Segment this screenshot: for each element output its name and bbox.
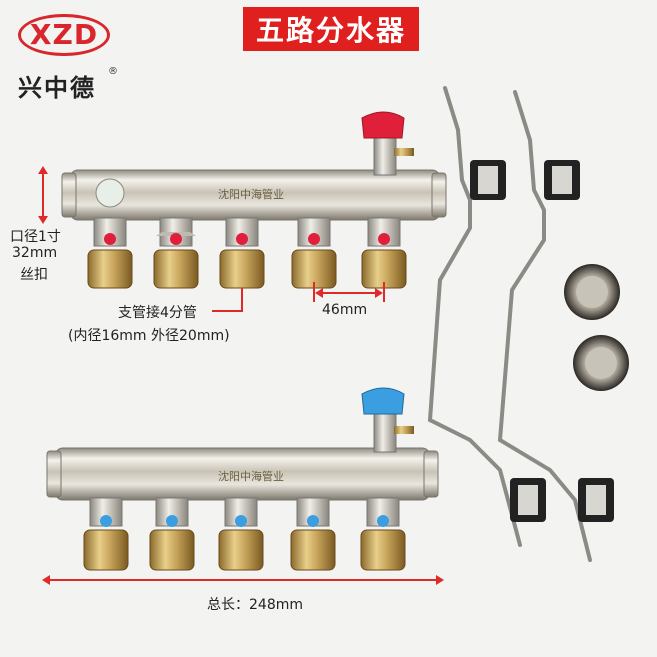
logo-chinese-name: 兴中德 <box>18 73 96 102</box>
registered-mark: ® <box>108 66 118 77</box>
manifold-top: 沈阳中海管业 <box>61 111 447 221</box>
brand-logo: XZD 兴中德 ® <box>10 10 120 105</box>
spacing-line <box>318 292 380 294</box>
total-length-line <box>48 579 440 581</box>
spacing-label: 46mm <box>322 302 368 318</box>
total-length-label: 总长：248mm <box>207 597 303 613</box>
branch-leader-horizontal <box>212 310 243 312</box>
diameter-arrow-up <box>38 166 48 174</box>
manifold-engraving-bottom: 沈阳中海管业 <box>218 469 284 483</box>
spacing-arrow-left <box>315 288 323 298</box>
branch-detail-label: (内径16mm 外径20mm) <box>68 328 230 344</box>
page-title: 五路分水器 <box>243 7 419 51</box>
spacing-tick-right <box>383 282 385 302</box>
branch-label: 支管接4分管 <box>118 305 197 321</box>
diameter-label-2: 32mm <box>12 245 58 261</box>
spacing-arrow-right <box>375 288 383 298</box>
diameter-dimension-line <box>42 172 44 218</box>
total-length-arrow-left <box>42 575 50 585</box>
branch-leader-vertical <box>241 288 243 310</box>
manifold-bottom: 沈阳中海管业 <box>46 387 439 501</box>
manifold-engraving: 沈阳中海管业 <box>218 187 284 201</box>
mounting-brackets <box>427 86 592 562</box>
diameter-label-3: 丝扣 <box>20 267 48 283</box>
diameter-arrow-down <box>38 216 48 224</box>
end-caps <box>564 264 629 391</box>
valves-bottom <box>83 497 406 571</box>
valves-top <box>87 217 407 289</box>
spacing-tick-left <box>313 282 315 302</box>
bracket-clamps <box>470 160 614 522</box>
logo-mark: XZD <box>18 14 110 56</box>
total-length-arrow-right <box>436 575 444 585</box>
diameter-label-1: 口径1寸 <box>10 229 61 245</box>
